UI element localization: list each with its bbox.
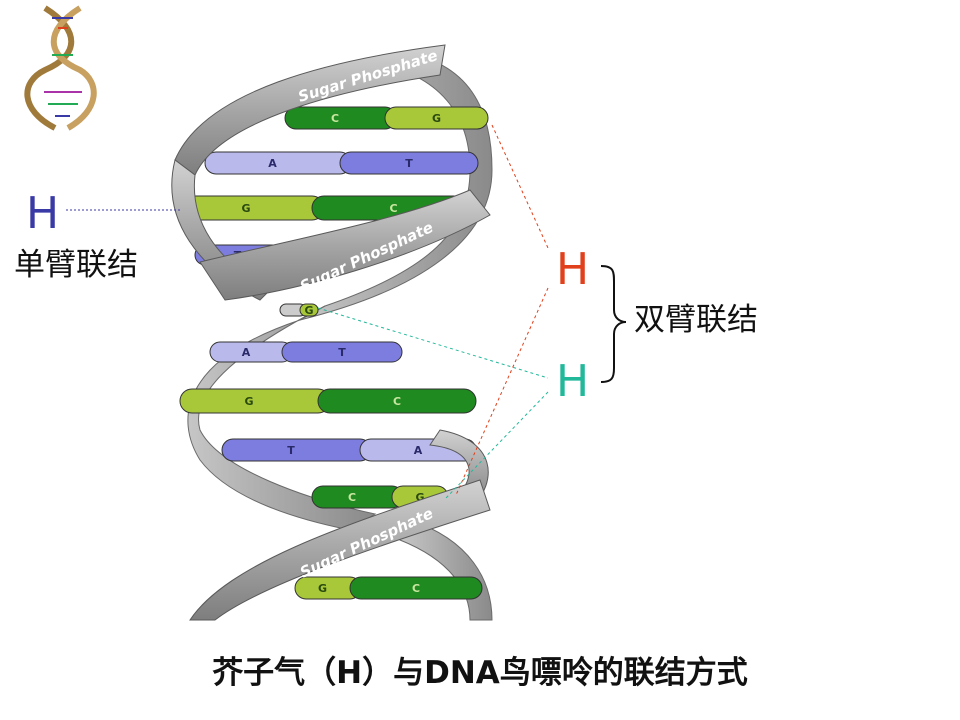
base-left (179, 388, 331, 414)
base-pair: G (279, 303, 319, 317)
base-left-label: G (241, 202, 250, 215)
base-right (349, 576, 483, 600)
base-left (311, 485, 404, 509)
h-double-arm-red: H (556, 244, 590, 295)
base-right-label: A (414, 444, 423, 457)
base-right-label: C (393, 395, 401, 408)
base-left (204, 151, 352, 175)
h-single-arm: H (26, 188, 60, 239)
base-left (221, 438, 372, 462)
double-arm-brace (600, 265, 627, 383)
double-arm-label: 双臂联结 (634, 302, 758, 338)
backbone-front-middle (199, 189, 491, 301)
base-left (179, 195, 325, 221)
red-connector-lower (455, 287, 549, 496)
base-left-label: C (348, 491, 356, 504)
base-left-label: G (318, 582, 327, 595)
base-right-label: G (415, 491, 424, 504)
base-right-label: C (412, 582, 420, 595)
backbone-front-top (174, 44, 446, 176)
base-left-label: C (331, 112, 339, 125)
dna-icon (24, 5, 97, 131)
base-right (339, 151, 479, 175)
base-right (281, 341, 403, 363)
base-right-label: C (389, 202, 397, 215)
base-right (299, 303, 319, 317)
base-right (384, 106, 489, 130)
base-left-label: A (242, 346, 251, 359)
base-pair-bars: CGATGCTAGATGCTACGGC (179, 106, 489, 600)
h-double-arm-green: H (556, 356, 590, 407)
red-connector-upper (491, 124, 549, 249)
base-right-label: T (405, 157, 413, 170)
single-arm-label: 单臂联结 (14, 247, 138, 283)
base-left-label: G (244, 395, 253, 408)
base-left-label: T (287, 444, 295, 457)
caption: 芥子气（H）与DNA鸟嘌呤的联结方式 (212, 655, 748, 691)
base-left (284, 106, 397, 130)
green-connector-upper (317, 307, 549, 379)
backbone-front-bottom (189, 479, 491, 621)
base-right (317, 388, 477, 414)
base-right-label: G (432, 112, 441, 125)
base-left (209, 341, 293, 363)
base-right-label: G (304, 304, 313, 317)
base-right-label: T (338, 346, 346, 359)
green-connector-lower (445, 391, 549, 499)
base-left-label: A (268, 157, 277, 170)
